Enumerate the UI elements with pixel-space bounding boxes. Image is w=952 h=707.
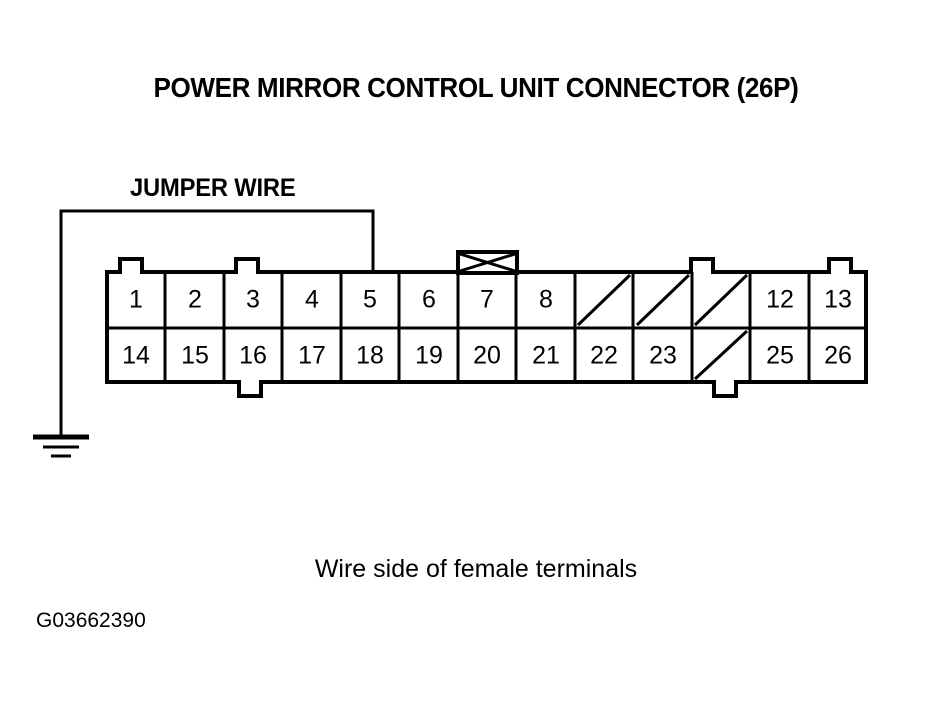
pin-number: 4 [305, 286, 319, 314]
pin-number: 18 [356, 342, 384, 370]
blank-cell-slashes [576, 273, 749, 381]
ground-symbol [33, 412, 89, 458]
pin-number: 19 [415, 342, 443, 370]
pin-number: 25 [766, 342, 794, 370]
pin-number: 15 [181, 342, 209, 370]
pin-number: 14 [122, 342, 150, 370]
pin-number: 21 [532, 342, 560, 370]
keyed-tab-icon [456, 250, 519, 275]
pin-number: 23 [649, 342, 677, 370]
pin-number: 8 [539, 286, 553, 314]
pin-number: 20 [473, 342, 501, 370]
pin-number: 1 [129, 286, 143, 314]
pin-number: 12 [766, 286, 794, 314]
page-title: POWER MIRROR CONTROL UNIT CONNECTOR (26P… [153, 72, 799, 103]
pin-number: 13 [824, 286, 852, 314]
jumper-wire-path [59, 209, 375, 412]
pin-number: 2 [188, 286, 202, 314]
connector-grid [107, 272, 866, 382]
top-row-numbers: 1 2 3 4 5 6 7 8 12 13 [129, 286, 852, 314]
image-id-label: G03662390 [36, 609, 146, 632]
pin-number: 16 [239, 342, 267, 370]
pin-number: 3 [246, 286, 260, 314]
pin-number: 22 [590, 342, 618, 370]
pin-number: 5 [363, 286, 377, 314]
pin-number: 7 [480, 286, 494, 314]
pin-number: 6 [422, 286, 436, 314]
jumper-wire-label: JUMPER WIRE [130, 174, 296, 202]
diagram-caption: Wire side of female terminals [314, 555, 638, 583]
bottom-row-numbers: 14 15 16 17 18 19 20 21 22 23 25 26 [122, 342, 852, 370]
pin-number: 17 [298, 342, 326, 370]
pin-number: 26 [824, 342, 852, 370]
